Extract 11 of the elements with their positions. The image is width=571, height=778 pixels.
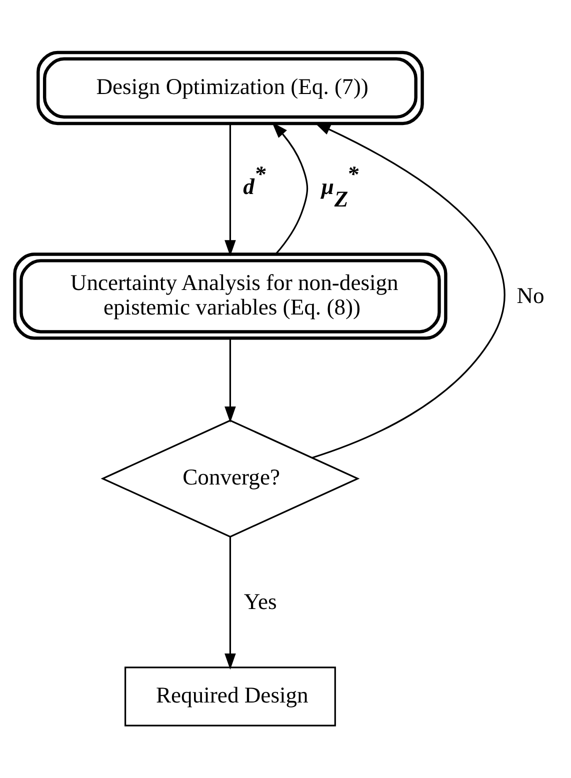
arrow (224, 124, 236, 256)
edge-label: Yes (244, 588, 277, 614)
arrow (224, 338, 236, 423)
arrow (272, 122, 308, 255)
edge-label: No (516, 282, 544, 308)
node-diamond: Converge? (100, 420, 360, 538)
node-box: Required Design (124, 666, 336, 726)
node-box: Design Optimization (Eq. (7)) (36, 50, 424, 126)
arrow (224, 537, 236, 670)
arrow (312, 122, 506, 458)
node-box: Uncertainty Analysis for non-design epistemic variables (Eq. (8)) (13, 252, 448, 340)
